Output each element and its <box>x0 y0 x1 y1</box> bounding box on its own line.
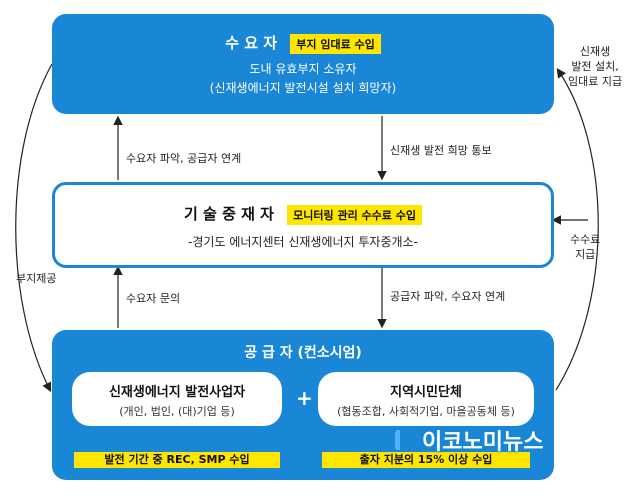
civic-group-sub: (협동조합, 사회적기업, 마을공동체 등) <box>337 405 515 418</box>
label-demand-to-broker: 신재생 발전 희망 통보 <box>390 144 492 157</box>
label-fee-line-1: 수수료 <box>570 233 601 246</box>
demand-badge: 부지 임대료 수입 <box>290 33 381 54</box>
demand-title: 수 요 자 <box>225 34 278 52</box>
plus-sign: + <box>296 386 313 410</box>
civic-group-title: 지역시민단체 <box>390 385 462 400</box>
label-fee-line-2: 지급 <box>575 248 596 261</box>
label-broker-to-supply: 공급자 파악, 수요자 연계 <box>390 290 506 303</box>
supplier-business-sub: (개인, 법인, (대)기업 등) <box>119 405 235 418</box>
broker-badge: 모니터링 관리 수수료 수입 <box>287 204 422 225</box>
supply-title: 공 급 자 (컨소시엄) <box>244 345 362 361</box>
watermark-logo-icon <box>395 430 418 450</box>
label-install-line-3: 임대료 지급 <box>568 75 623 88</box>
broker-box: 기 술 중 재 자 모니터링 관리 수수료 수입 -경기도 에너지센터 신재생에… <box>52 182 554 268</box>
supplier-business-title: 신재생에너지 발전사업자 <box>108 385 246 400</box>
civic-group-box: 지역시민단체 (협동조합, 사회적기업, 마을공동체 등) <box>318 372 534 426</box>
broker-title-row: 기 술 중 재 자 모니터링 관리 수수료 수입 <box>55 203 551 225</box>
demand-title-row: 수 요 자 부지 임대료 수입 <box>52 32 554 54</box>
watermark: 이코노미뉴스 <box>395 424 543 456</box>
demand-line-2: (신재생에너지 발전시설 설치 희망자) <box>209 81 397 95</box>
broker-line-1: -경기도 에너지센터 신재생에너지 투자중개소- <box>188 235 418 249</box>
arrow-land-provision <box>15 63 53 393</box>
civic-revenue-bar: 출자 지분의 15% 이상 수입 <box>322 452 530 468</box>
label-land-provision: 부지제공 <box>16 272 57 285</box>
supplier-business-box: 신재생에너지 발전사업자 (개인, 법인, (대)기업 등) <box>72 372 282 426</box>
label-broker-to-demand: 수요자 파악, 공급자 연계 <box>126 152 242 165</box>
label-install-line-2: 발전 설치, <box>571 60 619 73</box>
supply-box: 공 급 자 (컨소시엄) 신재생에너지 발전사업자 (개인, 법인, (대)기업… <box>52 330 554 480</box>
broker-title: 기 술 중 재 자 <box>184 205 274 223</box>
arrow-install-rent <box>555 68 599 391</box>
watermark-text: 이코노미뉴스 <box>422 430 544 455</box>
label-supply-to-broker: 수요자 문의 <box>126 292 181 305</box>
label-install-rent: 신재생 발전 설치, 임대료 지급 <box>568 44 622 89</box>
demand-box: 수 요 자 부지 임대료 수입 도내 유효부지 소유자 (신재생에너지 발전시설… <box>52 14 554 114</box>
label-install-line-1: 신재생 <box>579 45 611 58</box>
supplier-revenue-bar: 발전 기간 중 REC, SMP 수입 <box>74 452 280 468</box>
demand-line-1: 도내 유효부지 소유자 <box>249 62 357 76</box>
label-fee: 수수료 지급 <box>570 232 600 262</box>
